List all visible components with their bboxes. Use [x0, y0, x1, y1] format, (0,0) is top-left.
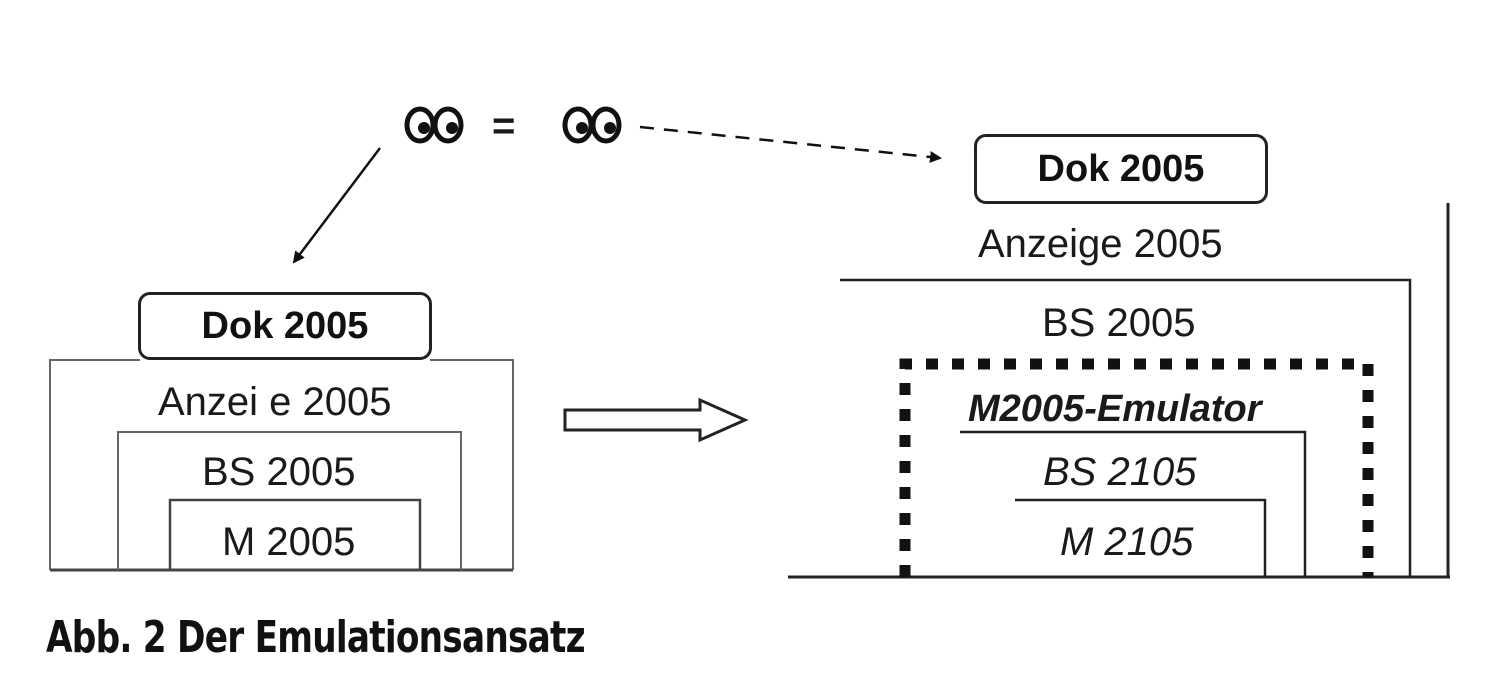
- dashed-arrow-to-right-doc: [639, 125, 942, 163]
- left-os-label: BS 2005: [202, 450, 356, 494]
- figure-caption: Abb. 2 Der Emulationsansatz: [46, 612, 586, 663]
- emulator-label: M2005-Emulator: [968, 388, 1262, 430]
- right-os-label: BS 2005: [1042, 301, 1196, 345]
- eyes-icon: [404, 106, 464, 144]
- right-stack-frame: [788, 203, 1450, 579]
- left-doc-box: Dok 2005: [138, 292, 432, 360]
- right-inner-machine-label: M 2105: [1060, 520, 1194, 564]
- right-inner-os-label: BS 2105: [1043, 450, 1197, 494]
- right-doc-label: Dok 2005: [1037, 147, 1205, 190]
- left-display-label: Anzei e 2005: [158, 380, 392, 424]
- right-doc-box: Dok 2005: [974, 134, 1268, 204]
- equals-sign: =: [492, 104, 516, 148]
- left-stack-frame: [49, 359, 514, 572]
- right-display-label: Anzeige 2005: [978, 222, 1223, 266]
- transition-arrow: [563, 397, 749, 443]
- arrow-to-left-doc: [292, 147, 381, 264]
- left-doc-label: Dok 2005: [201, 304, 369, 347]
- left-machine-label: M 2005: [222, 520, 356, 564]
- eyes-icon: [562, 106, 622, 144]
